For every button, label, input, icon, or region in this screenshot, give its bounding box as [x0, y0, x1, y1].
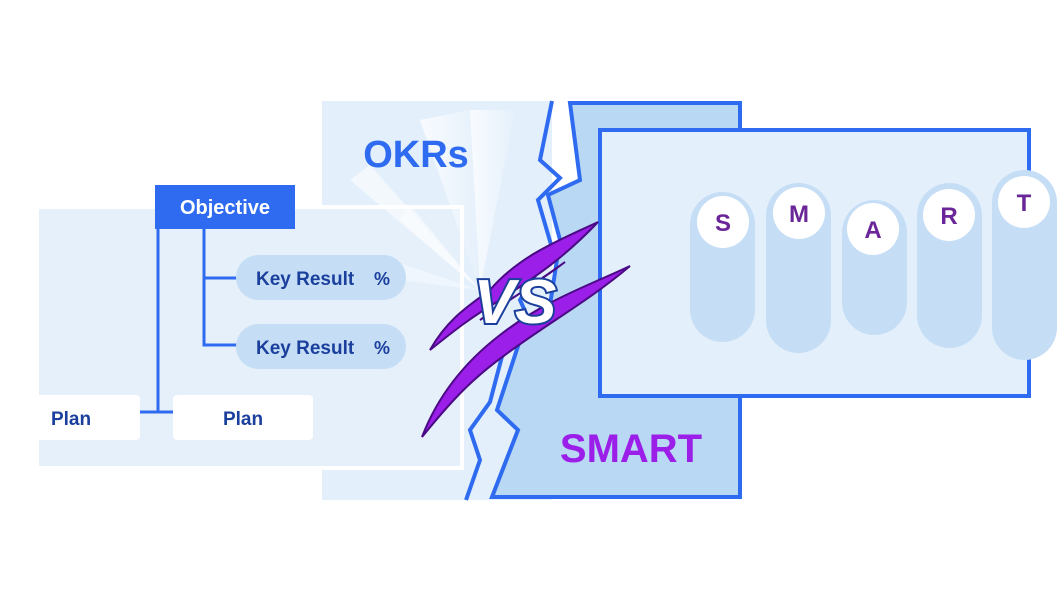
smart-letter-pill: T — [992, 170, 1057, 360]
light-rays — [350, 110, 515, 290]
smart-letter: T — [1017, 190, 1032, 217]
okrs-title: OKRs — [363, 134, 469, 176]
smart-letter: M — [789, 201, 809, 228]
smart-letter-pill: A — [842, 200, 907, 335]
smart-letter-pill: S — [690, 192, 755, 342]
plan-label: Plan — [51, 409, 91, 430]
smart-title: SMART — [560, 427, 702, 471]
okrs-panel: OKRs Objective Key Result % Key Result % — [0, 101, 552, 500]
hierarchy-connectors — [140, 229, 240, 414]
versus-emblem: VS — [421, 221, 631, 438]
smart-letter-pill: R — [917, 183, 982, 348]
key-result-node: Key Result % — [236, 255, 406, 300]
plan-node: Plan — [0, 395, 140, 440]
smart-panel: SMART S M A R T — [464, 100, 1057, 501]
smart-letter-pill: M — [766, 183, 831, 353]
claw-marks — [421, 221, 631, 438]
key-result-node: Key Result % — [236, 324, 406, 369]
objective-node: Objective — [155, 185, 295, 229]
smart-letter: S — [715, 210, 731, 237]
tear-line — [464, 100, 563, 501]
plan-label: Plan — [223, 409, 263, 430]
objective-label: Objective — [180, 197, 270, 219]
smart-letter: R — [940, 203, 957, 230]
plan-node: Plan — [173, 395, 313, 440]
key-result-label: Key Result — [256, 269, 355, 290]
key-result-percent: % — [374, 338, 390, 358]
key-result-percent: % — [374, 269, 390, 289]
versus-text: VS — [474, 268, 557, 337]
smart-letter: A — [864, 217, 881, 244]
key-result-label: Key Result — [256, 338, 355, 359]
